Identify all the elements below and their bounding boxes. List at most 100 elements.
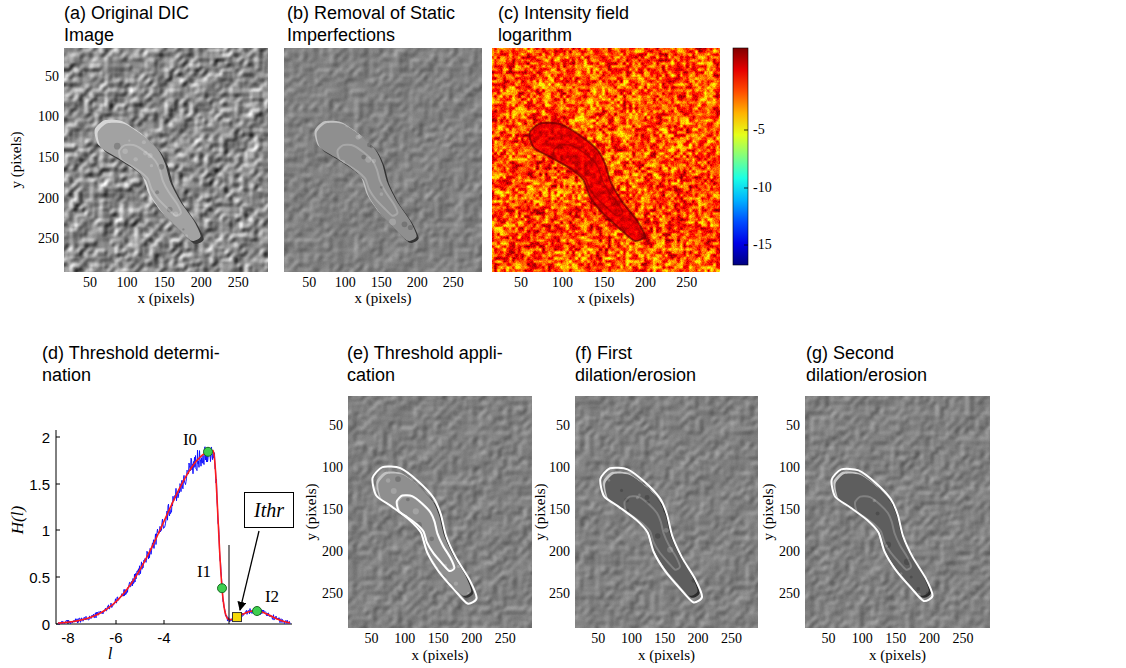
tick-label: 0.5 xyxy=(29,569,50,586)
intensity-point xyxy=(253,607,262,616)
axis-label: x (pixels) xyxy=(137,290,194,307)
colorbar xyxy=(733,48,748,265)
axis-label: x (pixels) xyxy=(577,290,634,307)
cell-contour xyxy=(831,469,932,601)
cell-contour xyxy=(372,467,476,604)
tick-label: 100 xyxy=(779,460,800,476)
axis-tick-mark xyxy=(56,530,60,531)
tick-label: 200 xyxy=(779,544,800,560)
point-label: I2 xyxy=(263,587,281,607)
tick-label: -6 xyxy=(109,629,122,646)
threshold-marker xyxy=(233,613,242,622)
axis-tick-mark xyxy=(56,484,60,485)
tick-label: 250 xyxy=(443,275,464,291)
panel-title: (b) Removal of Static Imperfections xyxy=(287,2,460,46)
tick-label: 250 xyxy=(953,631,974,647)
tick-label: 200 xyxy=(549,544,570,560)
axis-label: x (pixels) xyxy=(869,647,926,664)
panel-title: (a) Original DIC Image xyxy=(64,2,194,46)
intensity-log-image xyxy=(492,48,720,272)
tick-label: 2 xyxy=(42,429,50,446)
dic-image xyxy=(64,48,268,272)
tick-label: 100 xyxy=(322,460,343,476)
tick-label: 100 xyxy=(38,109,59,125)
axis-label: y (pixels) xyxy=(532,483,549,540)
cell-contour xyxy=(397,495,455,571)
tick-label: 0 xyxy=(42,616,50,633)
colorbar-tick: -10 xyxy=(753,180,772,196)
tick-label: 50 xyxy=(786,418,800,434)
tick-label: 50 xyxy=(556,418,570,434)
tick-label: 250 xyxy=(228,275,249,291)
colorbar-tick: -5 xyxy=(753,122,765,138)
panel-title: (g) Second dilation/erosion xyxy=(806,342,932,386)
tick-label: 200 xyxy=(407,275,428,291)
dic-image xyxy=(575,396,758,628)
tick-label: 150 xyxy=(654,631,675,647)
tick-label: 250 xyxy=(721,631,742,647)
point-label: I0 xyxy=(181,430,199,450)
tick-label: 250 xyxy=(322,586,343,602)
panel-title: (f) First dilation/erosion xyxy=(575,342,701,386)
dic-image xyxy=(284,48,482,272)
panel-title: (e) Threshold appli- cation xyxy=(347,342,508,386)
tick-label: 150 xyxy=(549,502,570,518)
tick-label: 50 xyxy=(45,69,59,85)
tick-label: 100 xyxy=(394,631,415,647)
intensity-point xyxy=(204,447,213,456)
tick-label: 150 xyxy=(428,631,449,647)
axis-label: x (pixels) xyxy=(354,290,411,307)
axis-tick-mark xyxy=(56,577,60,578)
tick-label: 150 xyxy=(885,631,906,647)
axis-tick-mark xyxy=(56,437,60,438)
tick-label: 100 xyxy=(552,275,573,291)
tick-label: 250 xyxy=(495,631,516,647)
tick-label: 100 xyxy=(621,631,642,647)
axis-label: y (pixels) xyxy=(303,483,320,540)
tick-label: -8 xyxy=(61,629,74,646)
tick-label: 150 xyxy=(38,150,59,166)
tick-label: 1 xyxy=(42,522,50,539)
tick-label: 250 xyxy=(676,275,697,291)
tick-label: 50 xyxy=(514,275,528,291)
axis-label: H(l) xyxy=(8,506,28,534)
tick-label: 150 xyxy=(779,502,800,518)
panel-title: (c) Intensity field logarithm xyxy=(498,2,634,46)
tick-label: 200 xyxy=(688,631,709,647)
axis-label: x (pixels) xyxy=(638,647,695,664)
panel-title: (d) Threshold determi- nation xyxy=(42,342,225,386)
tick-label: 200 xyxy=(322,544,343,560)
tick-label: -4 xyxy=(157,629,170,646)
tick-label: 150 xyxy=(154,275,175,291)
point-label: I1 xyxy=(195,562,213,582)
callout-text: Ithr xyxy=(254,498,284,522)
tick-label: 100 xyxy=(549,460,570,476)
tick-label: 250 xyxy=(549,586,570,602)
axis-tick-mark xyxy=(164,620,165,624)
fit-curve xyxy=(58,451,290,623)
callout-box: Ithr xyxy=(244,492,294,528)
tick-label: 50 xyxy=(83,275,97,291)
axis-label: x (pixels) xyxy=(411,647,468,664)
tick-label: 100 xyxy=(335,275,356,291)
tick-label: 1.5 xyxy=(29,476,50,493)
leader-arrow xyxy=(240,531,259,610)
colorbar-tick-mark xyxy=(744,130,748,131)
tick-label: 50 xyxy=(302,275,316,291)
axis-label: l xyxy=(108,644,113,664)
tick-label: 100 xyxy=(117,275,138,291)
dic-image xyxy=(805,396,990,628)
tick-label: 150 xyxy=(371,275,392,291)
threshold-line xyxy=(229,545,230,624)
tick-label: 100 xyxy=(852,631,873,647)
tick-label: 50 xyxy=(822,631,836,647)
tick-label: 200 xyxy=(635,275,656,291)
axis-label: y (pixels) xyxy=(760,483,777,540)
colorbar-tick-mark xyxy=(744,245,748,246)
tick-label: 50 xyxy=(591,631,605,647)
tick-label: 50 xyxy=(364,631,378,647)
intensity-point xyxy=(218,584,227,593)
